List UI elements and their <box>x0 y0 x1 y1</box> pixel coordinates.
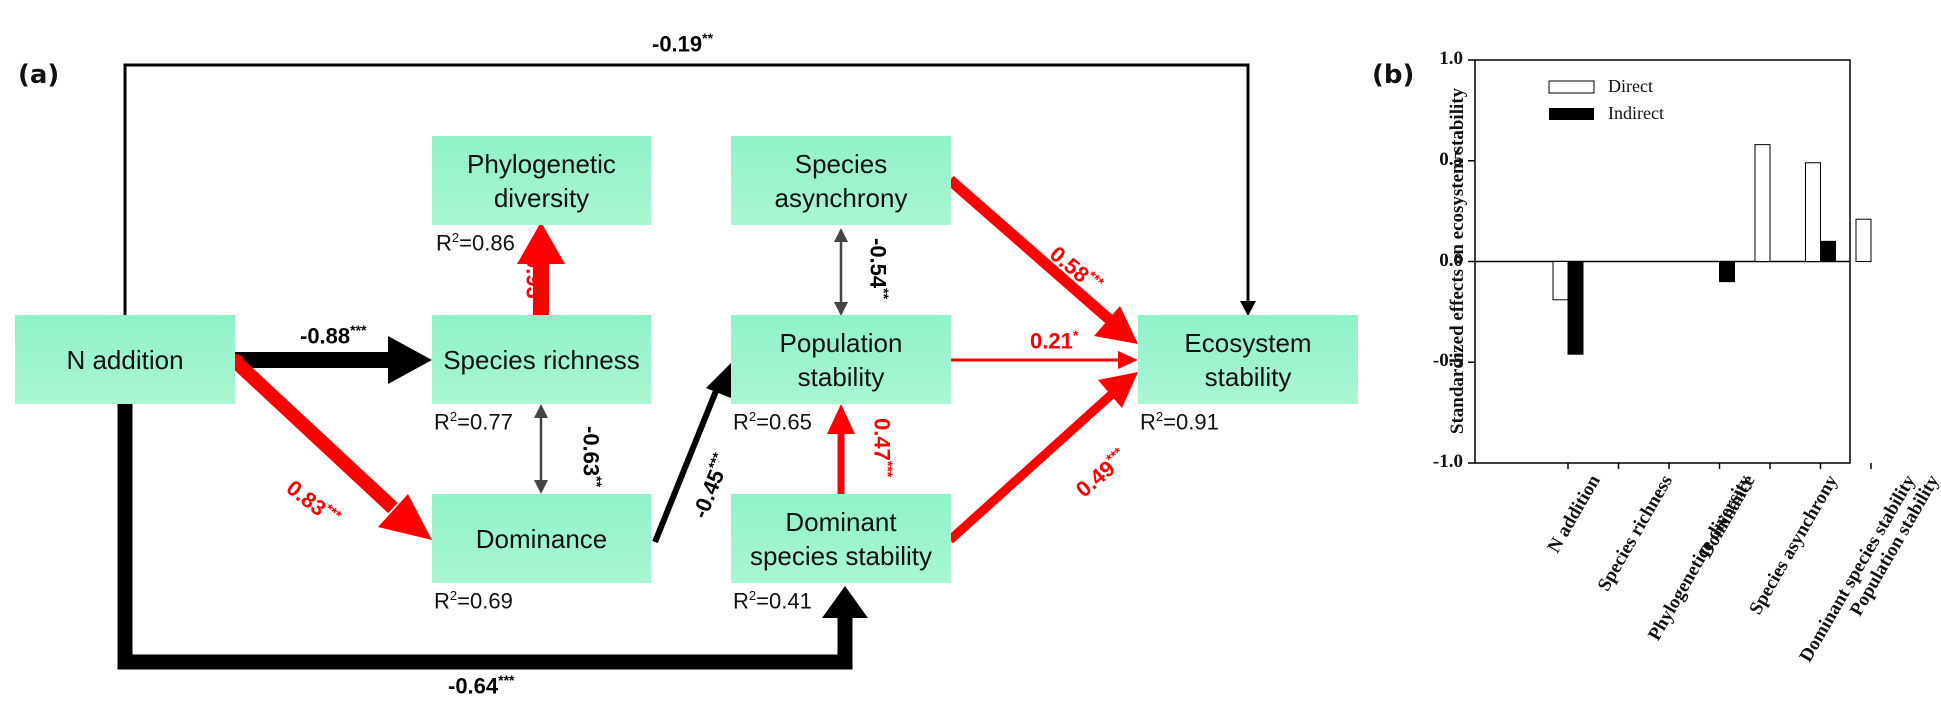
bar-indirect <box>1567 261 1584 355</box>
y-tick-label: -1.0 <box>1432 451 1463 472</box>
coef-pop-eco: 0.21* <box>1030 327 1079 354</box>
coef-richness-phylo: 0.93*** <box>521 256 548 316</box>
coef-asynchrony-pop: -0.54** <box>865 238 892 300</box>
bar-indirect <box>1820 240 1836 263</box>
y-axis-title: Standardized effects on ecosystem stabil… <box>1447 87 1468 435</box>
legend-label-indirect: Indirect <box>1608 103 1664 123</box>
path-asynchrony-eco <box>946 175 1114 325</box>
bar-direct <box>1805 162 1821 262</box>
coef-domstab-pop: 0.47*** <box>869 418 896 478</box>
path-n-dominance <box>231 356 398 514</box>
bar-direct <box>1754 144 1771 263</box>
arrowhead-domstab-pop <box>827 404 855 434</box>
r2-eco-stability: R2=0.91 <box>1140 409 1219 435</box>
path-n-eco <box>123 63 1250 315</box>
node-dominance-label: Dominance <box>475 523 608 554</box>
legend-swatch-direct <box>1548 80 1595 94</box>
arrowhead-pop-eco <box>1118 351 1138 369</box>
arrowhead-n-richness <box>388 336 432 384</box>
r2-pop-stability: R2=0.65 <box>733 409 812 435</box>
coef-n-domstab: -0.64*** <box>448 672 515 699</box>
r2-richness: R2=0.77 <box>434 409 513 435</box>
y-tick-label: 1.0 <box>1439 48 1463 69</box>
r2-dominance: R2=0.69 <box>434 588 513 614</box>
arrowhead-asynchrony-eco <box>1094 306 1138 344</box>
node-dominance: Dominance <box>432 494 651 583</box>
r2-dom-stability: R2=0.41 <box>733 588 812 614</box>
path-domstab-eco <box>946 390 1116 544</box>
effects-chart <box>1468 59 1872 469</box>
node-richness-label: Species richness <box>443 344 640 375</box>
arrowhead-n-domstab <box>822 586 868 618</box>
bar-indirect <box>1719 261 1735 283</box>
legend-label-direct: Direct <box>1608 76 1653 96</box>
bar-direct <box>1855 218 1872 262</box>
y-tick-label: 0.5 <box>1439 148 1463 170</box>
panel-label-a: (a) <box>18 60 60 90</box>
path-dominance-pop <box>652 384 721 544</box>
panel-label-b: (b) <box>1372 60 1415 90</box>
y-tick-label: 0.0 <box>1439 249 1463 271</box>
legend-swatch-indirect <box>1549 108 1594 120</box>
arrowhead-n-eco <box>1240 301 1256 316</box>
node-species-richness: Species richness <box>432 315 651 404</box>
r2-phylo: R2=0.86 <box>436 230 515 256</box>
node-n-addition-label: N addition <box>66 344 184 375</box>
y-tick-label: -0.5 <box>1432 350 1463 372</box>
path-n-domstab <box>117 404 853 670</box>
coef-n-eco: -0.19** <box>652 30 714 57</box>
node-n-addition: N addition <box>15 315 235 404</box>
arrowhead-n-dominance <box>378 494 432 540</box>
coef-n-richness: -0.88*** <box>300 322 367 349</box>
arrowhead-richness-phylo <box>517 222 565 264</box>
coef-richness-dominance: -0.63** <box>578 426 605 488</box>
arrowhead-dominance-pop <box>706 360 736 400</box>
arrowhead-domstab-eco <box>1098 372 1138 408</box>
bar-direct <box>1552 261 1569 301</box>
